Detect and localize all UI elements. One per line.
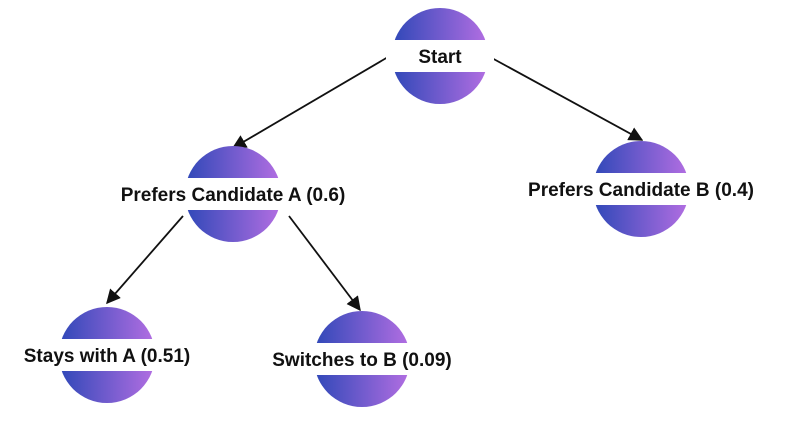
node-stays-a[interactable]: Stays with A (0.51) [8, 307, 206, 403]
node-prefers-b-label: Prefers Candidate B (0.4) [528, 180, 754, 201]
node-switches-b-label-band [265, 343, 459, 375]
node-stays-a-label: Stays with A (0.51) [24, 346, 190, 367]
node-start[interactable]: Start [386, 8, 494, 104]
edges [106, 56, 644, 312]
node-stays-a-label-band [8, 339, 206, 371]
node-prefers-a-label-band [100, 178, 366, 210]
edge-start-to-prefers-a [231, 56, 389, 149]
node-prefers-b[interactable]: Prefers Candidate B (0.4) [508, 141, 774, 237]
node-prefers-a[interactable]: Prefers Candidate A (0.6) [100, 146, 366, 242]
edge-prefers-a-to-stays-a [106, 215, 184, 305]
node-start-label-band [386, 40, 494, 72]
node-prefers-a-label: Prefers Candidate A (0.6) [121, 185, 346, 206]
edge-start-to-prefers-b [489, 56, 644, 141]
node-prefers-b-label-band [508, 173, 774, 205]
edge-prefers-a-to-switches-b [288, 215, 361, 312]
node-switches-b[interactable]: Switches to B (0.09) [265, 311, 459, 407]
node-switches-b-label: Switches to B (0.09) [272, 350, 452, 371]
node-start-label: Start [418, 47, 462, 68]
